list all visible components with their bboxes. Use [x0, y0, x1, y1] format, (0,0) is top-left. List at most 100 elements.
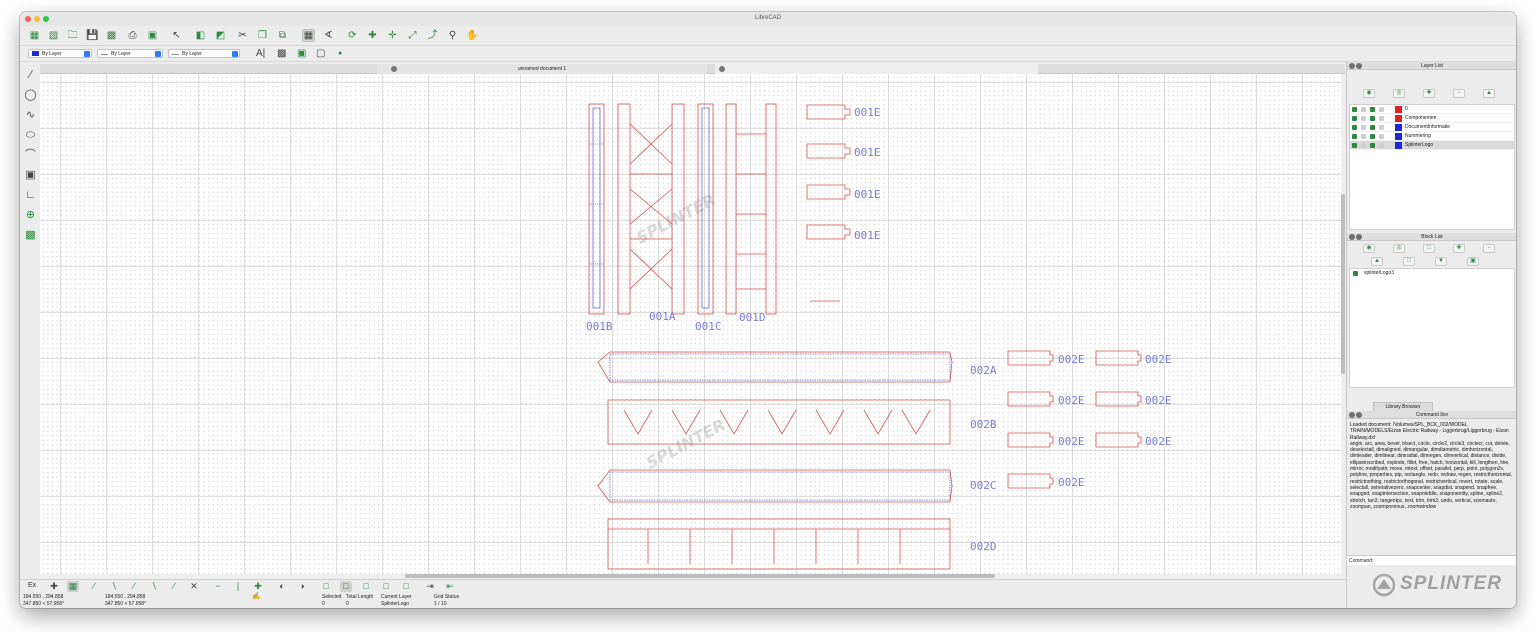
- visibility-eye-icon[interactable]: [1352, 116, 1357, 121]
- window-close-button[interactable]: [25, 16, 31, 22]
- hide-all-blocks-icon[interactable]: ◎: [1393, 244, 1405, 253]
- draft-mode-icon[interactable]: ∢: [324, 29, 333, 41]
- remove-layer-icon[interactable]: −: [1453, 89, 1465, 98]
- save-icon[interactable]: 💾: [86, 29, 99, 41]
- layer-row[interactable]: DocumentInformatie: [1350, 123, 1514, 132]
- drawing-canvas[interactable]: 001B 001A 001C 001D 001E 001E 001E 001E …: [40, 74, 1345, 574]
- command-input[interactable]: Command:: [1347, 555, 1516, 565]
- layer-row-selected[interactable]: SplinterLogo: [1350, 141, 1514, 150]
- ellipse-tool-icon[interactable]: ⬭: [25, 129, 36, 141]
- snap-endpoint-icon[interactable]: ∕: [93, 581, 95, 591]
- window-zoom-button[interactable]: [43, 16, 49, 22]
- show-all-blocks-icon[interactable]: ◉: [1363, 244, 1375, 253]
- image-icon[interactable]: ▣: [297, 48, 307, 59]
- restrict-vertical-icon[interactable]: |: [236, 581, 240, 591]
- undo-icon[interactable]: ◧: [195, 29, 206, 41]
- view-mode-3-icon[interactable]: □: [363, 581, 369, 591]
- horizontal-scrollbar[interactable]: [40, 574, 1345, 578]
- open-folder-icon[interactable]: 🗀: [67, 29, 78, 41]
- info-tool-icon[interactable]: ▩: [25, 229, 36, 241]
- tab-second-document[interactable]: [715, 64, 1038, 74]
- zoom-previous-icon[interactable]: ⤴: [427, 29, 438, 41]
- show-all-layers-icon[interactable]: ◉: [1363, 89, 1375, 98]
- ucs-left-icon[interactable]: ⇥: [426, 581, 434, 591]
- line-type-combo[interactable]: By Layer: [168, 49, 240, 58]
- tab-unnamed-document-1[interactable]: unnamed document 1: [377, 64, 707, 74]
- hatch-icon[interactable]: ▩: [277, 48, 287, 59]
- visibility-eye-icon[interactable]: [1352, 125, 1357, 130]
- panel-float-icon[interactable]: [1356, 412, 1362, 418]
- select-tool-icon[interactable]: ▣: [25, 169, 36, 181]
- new-file-icon[interactable]: ▦: [29, 29, 40, 41]
- lock-icon[interactable]: [1370, 125, 1375, 130]
- snap-center-icon[interactable]: ∕: [133, 581, 135, 591]
- paste-icon[interactable]: ⧉: [278, 29, 287, 41]
- exclusive-snap-label[interactable]: Ex: [28, 582, 37, 589]
- snap-intersection-icon[interactable]: ✕: [190, 581, 198, 591]
- edit-block-icon[interactable]: ▲: [1371, 257, 1383, 266]
- lock-icon[interactable]: [1370, 107, 1375, 112]
- hide-all-layers-icon[interactable]: ◎: [1393, 89, 1405, 98]
- visibility-eye-icon[interactable]: [1352, 134, 1357, 139]
- tab-library-browser[interactable]: Library Browser: [1373, 402, 1433, 411]
- zoom-window-icon[interactable]: ⚲: [448, 29, 457, 41]
- insert-block-icon[interactable]: ▼: [1435, 257, 1447, 266]
- text-style-icon[interactable]: A|: [256, 48, 266, 59]
- select-pointer-icon[interactable]: ↖: [172, 29, 181, 41]
- save-block-icon[interactable]: □: [1403, 257, 1415, 266]
- zoom-pan-icon[interactable]: ✋: [466, 29, 479, 41]
- copy-icon[interactable]: ❐: [258, 29, 267, 41]
- layer-row[interactable]: 0: [1350, 105, 1514, 114]
- new-from-template-icon[interactable]: ▧: [48, 29, 59, 41]
- line-width-combo[interactable]: By Layer: [97, 49, 163, 58]
- panel-float-icon[interactable]: [1356, 63, 1362, 69]
- point-icon[interactable]: ●: [338, 50, 343, 57]
- block-icon[interactable]: ▢: [316, 48, 326, 59]
- freeze-icon[interactable]: [1361, 143, 1366, 148]
- snap-grid-icon[interactable]: ▦: [67, 581, 79, 592]
- print-preview-icon[interactable]: ▣: [147, 29, 158, 41]
- freeze-icon[interactable]: [1361, 125, 1366, 130]
- ucs-right-icon[interactable]: ⇤: [446, 581, 454, 591]
- relative-zero-icon[interactable]: ◐: [279, 581, 285, 591]
- add-layer-icon[interactable]: ✚: [1423, 89, 1435, 98]
- visibility-eye-icon[interactable]: [1353, 271, 1358, 276]
- snap-distance-icon[interactable]: ∕: [173, 581, 175, 591]
- snap-free-icon[interactable]: ✚: [50, 581, 58, 591]
- block-row[interactable]: splinterLogo3: [1350, 269, 1514, 278]
- freeze-icon[interactable]: [1361, 107, 1366, 112]
- freeze-icon[interactable]: [1361, 134, 1366, 139]
- lock-relative-zero-icon[interactable]: ◑: [299, 581, 305, 591]
- edit-layer-icon[interactable]: ▲: [1483, 89, 1495, 98]
- panel-float-icon[interactable]: [1356, 234, 1362, 240]
- window-minimize-button[interactable]: [34, 16, 40, 22]
- remove-block-icon[interactable]: −: [1483, 244, 1495, 253]
- zoom-in-icon[interactable]: ✚: [368, 29, 377, 41]
- lock-icon[interactable]: [1370, 134, 1375, 139]
- vertical-scroll-thumb[interactable]: [1341, 194, 1345, 374]
- print-layer-icon[interactable]: [1379, 107, 1384, 112]
- print-layer-icon[interactable]: [1379, 134, 1384, 139]
- zoom-redraw-icon[interactable]: ⟳: [348, 29, 357, 41]
- line-tool-icon[interactable]: ∕: [29, 69, 32, 81]
- freeze-icon[interactable]: [1361, 116, 1366, 121]
- view-mode-1-icon[interactable]: □: [323, 581, 329, 591]
- circle-tool-icon[interactable]: ◯: [24, 89, 37, 101]
- tab-close-icon[interactable]: [719, 66, 725, 72]
- color-combo[interactable]: By Layer: [28, 49, 92, 58]
- modify-tool-icon[interactable]: ⊕: [25, 209, 36, 221]
- print-layer-icon[interactable]: [1379, 143, 1384, 148]
- rename-block-icon[interactable]: ▣: [1467, 257, 1479, 266]
- view-mode-2-icon[interactable]: □: [340, 581, 352, 592]
- print-layer-icon[interactable]: [1379, 116, 1384, 121]
- panel-close-icon[interactable]: [1349, 412, 1355, 418]
- layer-row[interactable]: Nummering: [1350, 132, 1514, 141]
- panel-close-icon[interactable]: [1349, 63, 1355, 69]
- snap-middle-icon[interactable]: ∖: [151, 581, 157, 591]
- spline-tool-icon[interactable]: ∿: [25, 109, 36, 121]
- tab-close-icon[interactable]: [391, 66, 397, 72]
- layer-row[interactable]: Componenten: [1350, 114, 1514, 123]
- lock-icon[interactable]: [1370, 116, 1375, 121]
- grid-toggle-icon[interactable]: ▦: [302, 29, 315, 42]
- visibility-eye-icon[interactable]: [1352, 107, 1357, 112]
